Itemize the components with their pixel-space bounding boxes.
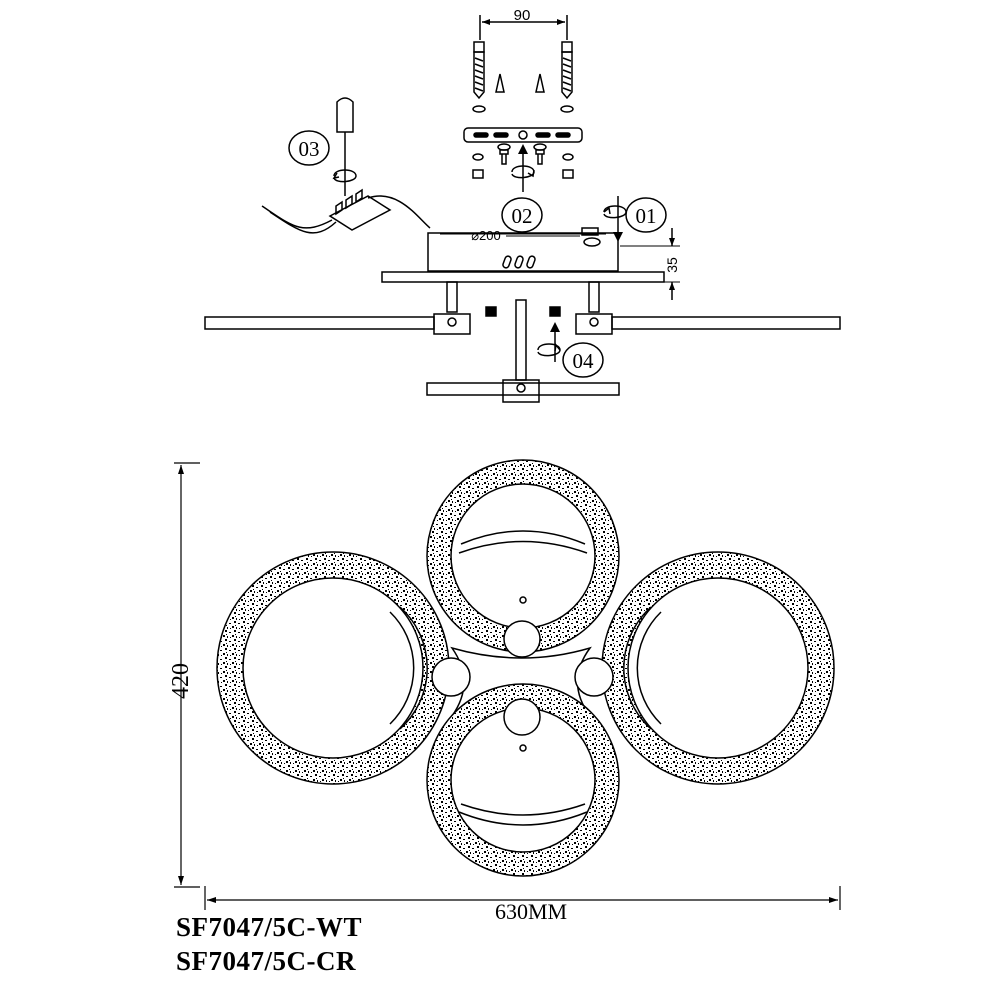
step-02-marker: 02 bbox=[501, 197, 543, 233]
step-03-marker: 03 bbox=[288, 130, 330, 166]
connector-balls bbox=[431, 620, 614, 736]
terminal-block bbox=[261, 188, 431, 234]
step-02-arrow bbox=[511, 144, 535, 192]
lamp-arms bbox=[204, 281, 841, 403]
model-number-wt: SF7047/5C-WT bbox=[176, 912, 363, 942]
fixture-plan-view bbox=[216, 459, 835, 877]
dim-width-label: 90 bbox=[514, 7, 531, 24]
step-markers: 01 02 03 04 bbox=[288, 130, 667, 378]
dim-diameter-label: ⌀200 bbox=[471, 228, 501, 243]
step-04-marker: 04 bbox=[562, 342, 604, 378]
screwdriver-icon bbox=[332, 97, 357, 196]
step-01-marker: 01 bbox=[625, 197, 667, 233]
screw-spacing-dimension: 90 bbox=[479, 7, 568, 40]
ring-left bbox=[216, 551, 450, 785]
height-420-label: 420 bbox=[168, 663, 194, 699]
ring-right bbox=[601, 551, 835, 785]
step-03-label: 03 bbox=[299, 137, 320, 161]
installation-exploded-view: 90 bbox=[204, 7, 841, 403]
model-number-cr: SF7047/5C-CR bbox=[176, 946, 356, 976]
step-04-arrow bbox=[537, 322, 561, 362]
step-02-label: 02 bbox=[512, 204, 533, 228]
overall-dimensions: 420 630MM bbox=[168, 462, 841, 924]
step-01-label: 01 bbox=[636, 204, 657, 228]
ring-bottom bbox=[426, 683, 620, 877]
step-01-arrow bbox=[581, 196, 627, 242]
mounting-screws bbox=[472, 41, 574, 113]
step-04-label: 04 bbox=[573, 349, 595, 373]
canopy-driver-box: ⌀200 35 bbox=[381, 228, 680, 300]
width-630mm-label: 630MM bbox=[495, 899, 567, 924]
dim-height-label: 35 bbox=[664, 257, 680, 273]
mounting-bracket bbox=[463, 127, 583, 179]
